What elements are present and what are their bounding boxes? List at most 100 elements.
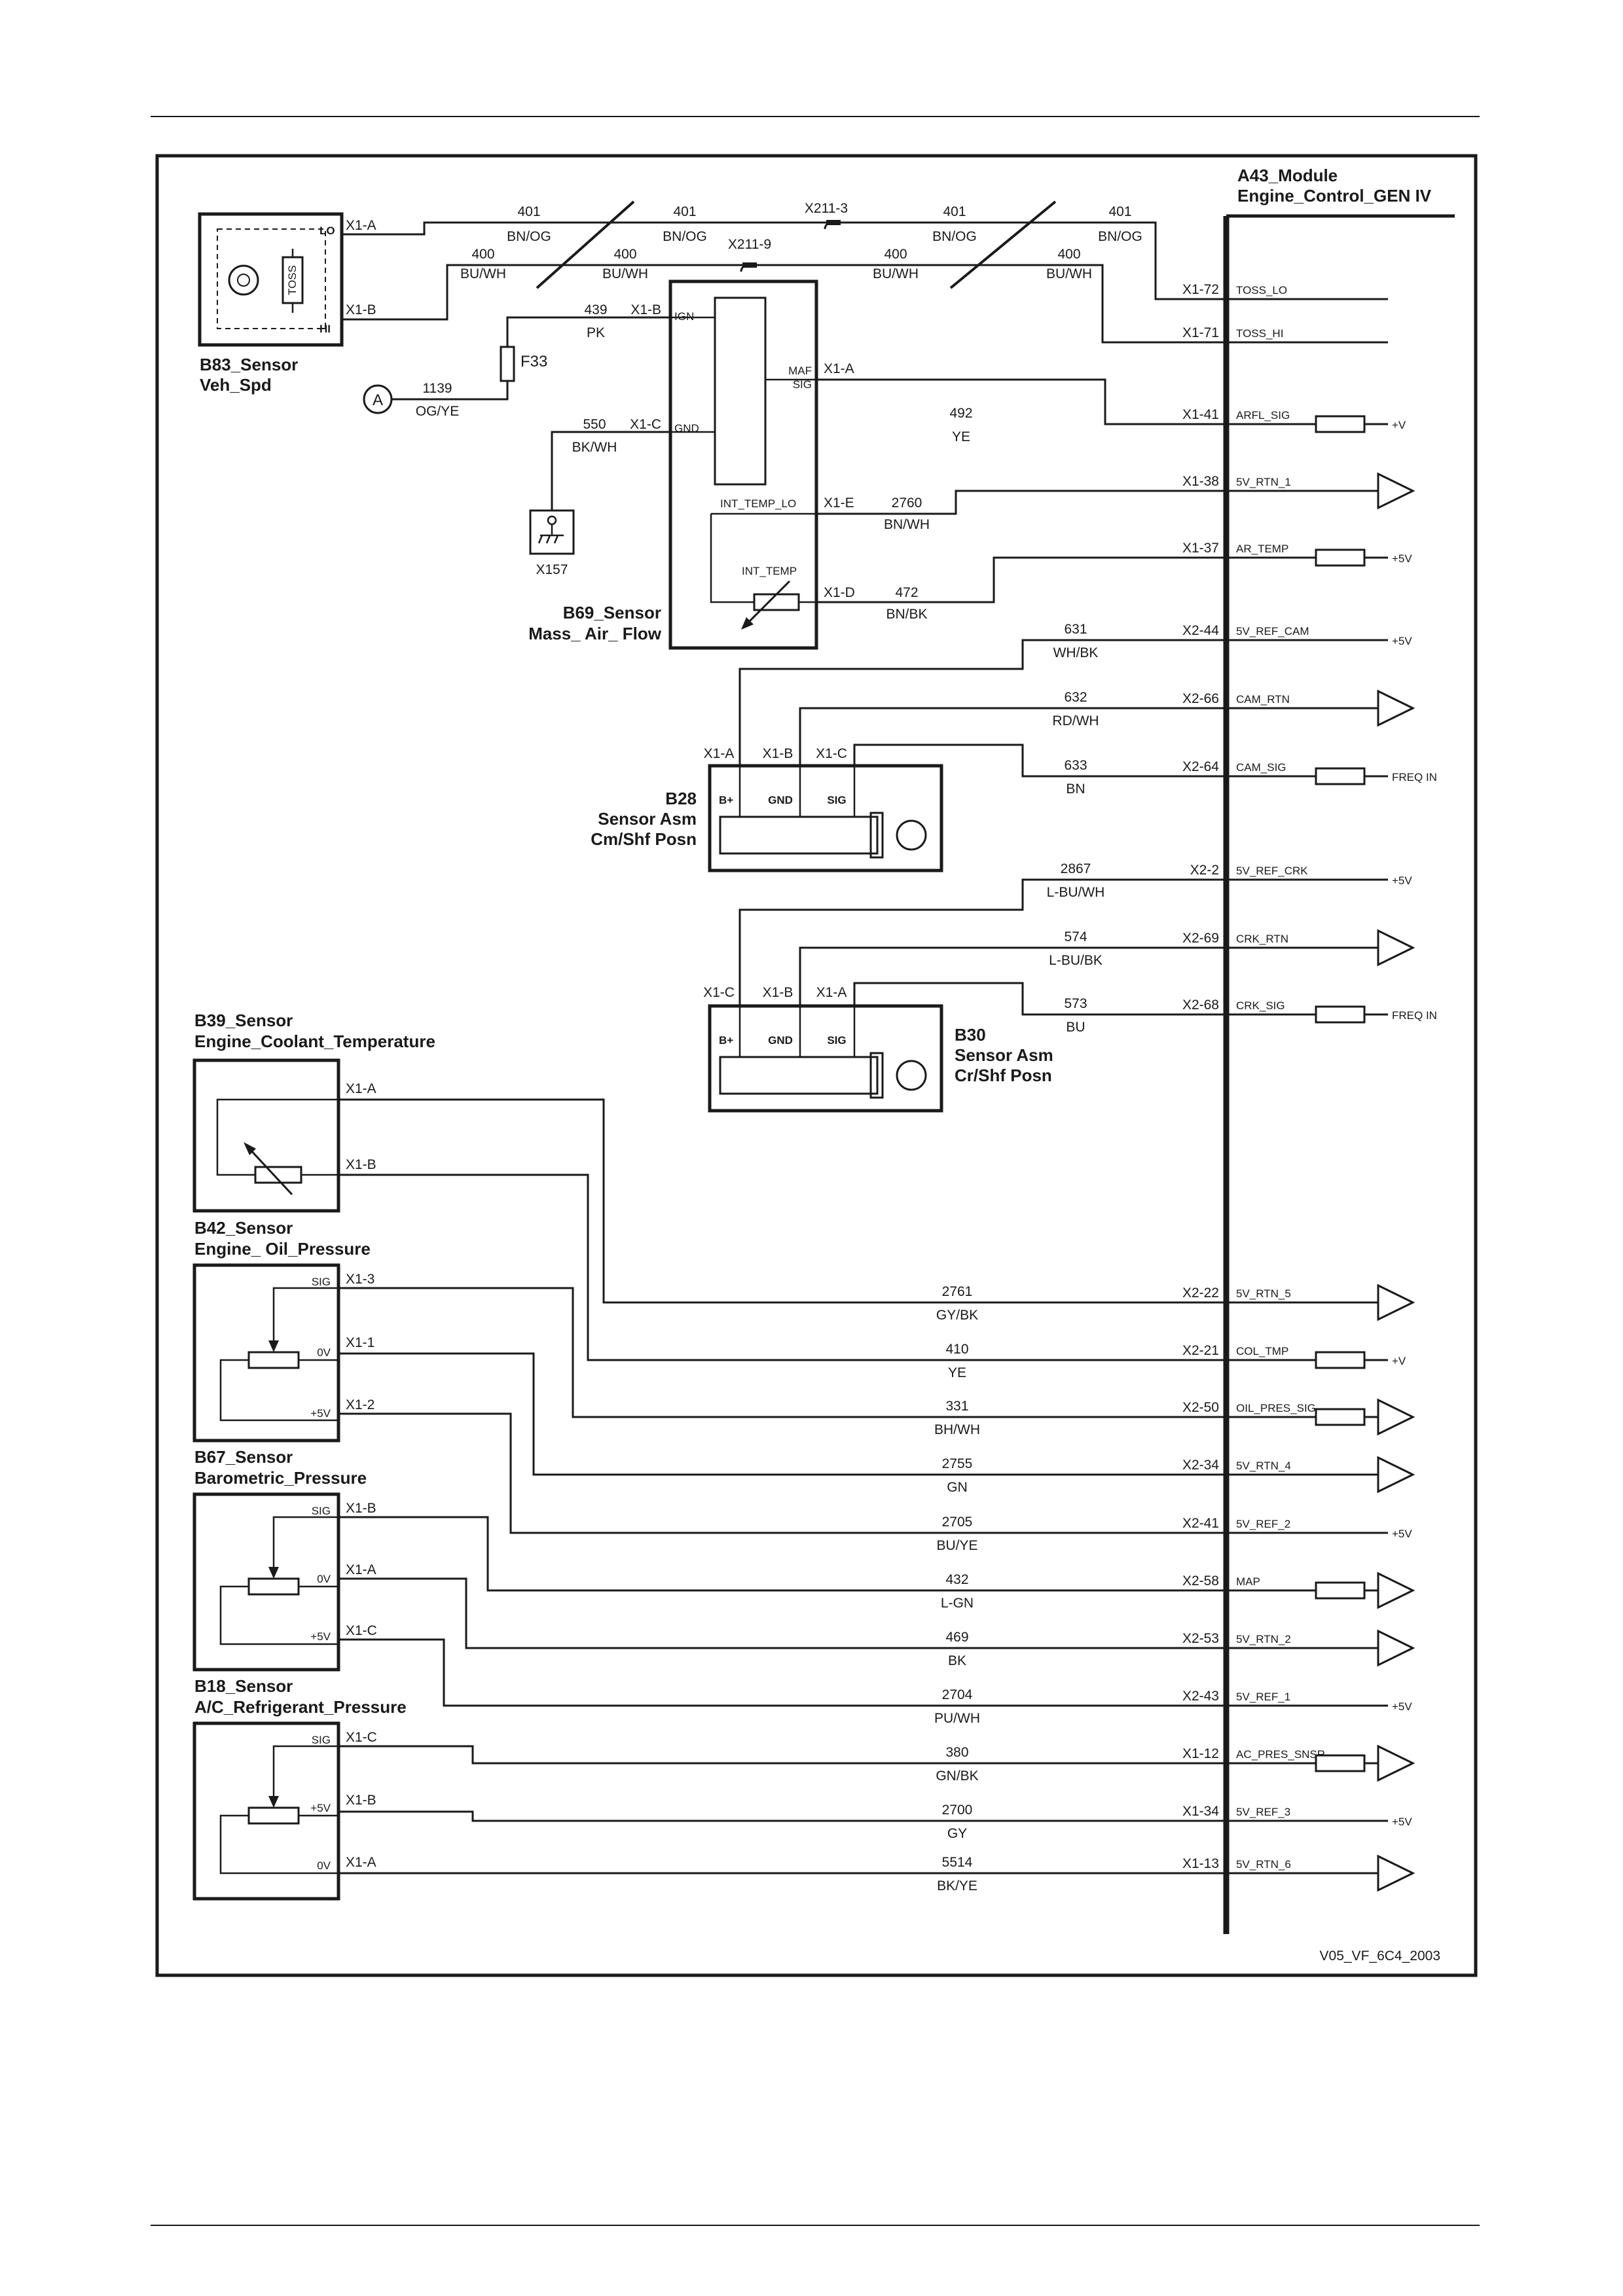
w401-color-1: BN/OG bbox=[507, 229, 551, 244]
b83-title-1: B83_Sensor bbox=[200, 355, 298, 374]
b18-sensor: B18_Sensor A/C_Refrigerant_Pressure SIG … bbox=[192, 1676, 407, 1901]
b39-sensor: B39_Sensor Engine_Coolant_Temperature X1… bbox=[192, 1011, 435, 1213]
wire-439 bbox=[506, 316, 670, 347]
ecm-signal: 5V_REF_3 bbox=[1236, 1806, 1290, 1818]
ecm-signal: 5V_REF_CAM bbox=[1236, 625, 1309, 637]
w400-num-2: 400 bbox=[613, 247, 636, 262]
b39-variable-arrow bbox=[246, 1145, 293, 1196]
wire-color: RD/WH bbox=[1052, 713, 1099, 728]
w550-num: 550 bbox=[583, 417, 606, 432]
ecm-buffer-icon bbox=[1377, 1744, 1415, 1782]
w400-num-1: 400 bbox=[471, 247, 494, 262]
ecm-buffer-icon bbox=[1377, 1854, 1415, 1892]
b28-box bbox=[708, 764, 943, 872]
ground-icon bbox=[538, 515, 564, 544]
ecm-signal: 5V_RTN_4 bbox=[1236, 1460, 1291, 1472]
ecm-buffer-icon bbox=[1377, 1283, 1415, 1321]
w1139-color: OG/YE bbox=[416, 404, 460, 419]
wire-number: 469 bbox=[945, 1630, 968, 1645]
b67-sensor: B67_Sensor Barometric_Pressure SIG 0V +5… bbox=[192, 1447, 377, 1672]
b42-title-2: Engine_ Oil_Pressure bbox=[194, 1239, 371, 1259]
module-title-2: Engine_Control_GEN IV bbox=[1237, 186, 1432, 206]
wire-color: GY bbox=[947, 1826, 967, 1841]
ecm-resistor bbox=[1315, 415, 1366, 433]
b28-sensor: B+ GND SIG B28 Sensor Asm Cm/Shf Posn X1… bbox=[591, 746, 943, 872]
ecm-suffix: +V bbox=[1392, 1355, 1406, 1367]
b67-wiper-arrow bbox=[268, 1567, 279, 1579]
wire-break-1 bbox=[536, 200, 635, 289]
ecm-pin: X2-64 bbox=[1182, 759, 1219, 774]
ecm-suffix: +5V bbox=[1392, 1816, 1412, 1828]
ecm-pin: X1-41 bbox=[1182, 407, 1219, 422]
x211-9-label: X211-9 bbox=[728, 237, 771, 252]
fuse-label: F33 bbox=[520, 353, 547, 370]
b30-pin-a: X1-A bbox=[816, 985, 847, 1000]
b28-pin-b: X1-B bbox=[763, 746, 793, 761]
gear-hub bbox=[237, 274, 250, 287]
b18-sig: SIG bbox=[312, 1734, 331, 1746]
module-title-1: A43_Module bbox=[1237, 166, 1338, 185]
b30-title-3: Cr/Shf Posn bbox=[955, 1066, 1052, 1085]
b28-title-1: B28 bbox=[665, 789, 697, 808]
wire-2760 bbox=[816, 490, 1226, 515]
ecm-signal: 5V_RTN_5 bbox=[1236, 1287, 1291, 1300]
wire-631 bbox=[739, 639, 1226, 766]
ecm-pin: X2-44 bbox=[1182, 623, 1219, 638]
ecm-signal: COL_TMP bbox=[1236, 1345, 1288, 1357]
w401-color-2: BN/OG bbox=[663, 229, 707, 244]
wire-2705 bbox=[338, 1412, 1226, 1534]
ecm-signal: 5V_RTN_6 bbox=[1236, 1858, 1291, 1871]
wire-number: 573 bbox=[1064, 996, 1087, 1011]
b18-potentiometer bbox=[247, 1806, 300, 1825]
ecm-suffix: FREQ IN bbox=[1392, 1009, 1437, 1022]
wire-color: GN/BK bbox=[936, 1768, 978, 1784]
wire-number: 380 bbox=[945, 1745, 968, 1760]
ecm-signal: CRK_RTN bbox=[1236, 933, 1288, 945]
ecm-buffer-icon bbox=[1377, 1398, 1415, 1436]
b18-zero: 0V bbox=[317, 1859, 331, 1872]
wire-574 bbox=[799, 946, 1226, 1006]
gear-icon bbox=[228, 264, 259, 296]
b69-sensor: IGN GND MAF SIG INT_TEMP_LO INT_TEMP B69… bbox=[528, 279, 855, 650]
ecm-resistor bbox=[1315, 767, 1366, 785]
w401-num-1: 401 bbox=[517, 204, 540, 219]
b42-five: +5V bbox=[310, 1407, 331, 1420]
w472-color: BN/BK bbox=[886, 607, 927, 622]
b83-title-2: Veh_Spd bbox=[200, 375, 272, 395]
w1139-num: 1139 bbox=[422, 381, 452, 396]
wire-number: 2755 bbox=[942, 1456, 973, 1471]
b30-box bbox=[708, 1004, 943, 1113]
wire-410 bbox=[338, 1174, 1226, 1361]
b67-pin-a: X1-A bbox=[346, 1562, 376, 1577]
wire-color: WH/BK bbox=[1053, 645, 1099, 660]
b69-title-2: Mass_ Air_ Flow bbox=[528, 624, 662, 643]
wire-632 bbox=[799, 707, 1226, 766]
wire-1139 bbox=[392, 381, 509, 401]
wire-number: 2761 bbox=[942, 1284, 973, 1299]
wire-color: YE bbox=[948, 1365, 966, 1380]
ecm-signal: 5V_RTN_2 bbox=[1236, 1633, 1291, 1645]
x211-3-label: X211-3 bbox=[805, 201, 848, 216]
ecm-pin: X1-72 bbox=[1182, 282, 1219, 297]
b30-body bbox=[719, 1056, 879, 1095]
w400-color-1: BU/WH bbox=[460, 266, 506, 281]
b18-pin-c: X1-C bbox=[346, 1730, 377, 1745]
w401-num-3: 401 bbox=[943, 204, 966, 219]
b69-pin-c: X1-C bbox=[630, 417, 661, 432]
wire-2755 bbox=[338, 1352, 1226, 1476]
wire-432 bbox=[338, 1516, 1226, 1592]
wire-550 bbox=[551, 431, 670, 511]
ecm-buffer-icon bbox=[1377, 1456, 1415, 1494]
wire-469 bbox=[338, 1577, 1226, 1649]
b42-pin-2: X1-2 bbox=[346, 1397, 374, 1412]
b39-box bbox=[192, 1058, 340, 1213]
b39-title-1: B39_Sensor bbox=[194, 1011, 293, 1030]
fuse-f33 bbox=[500, 346, 515, 382]
